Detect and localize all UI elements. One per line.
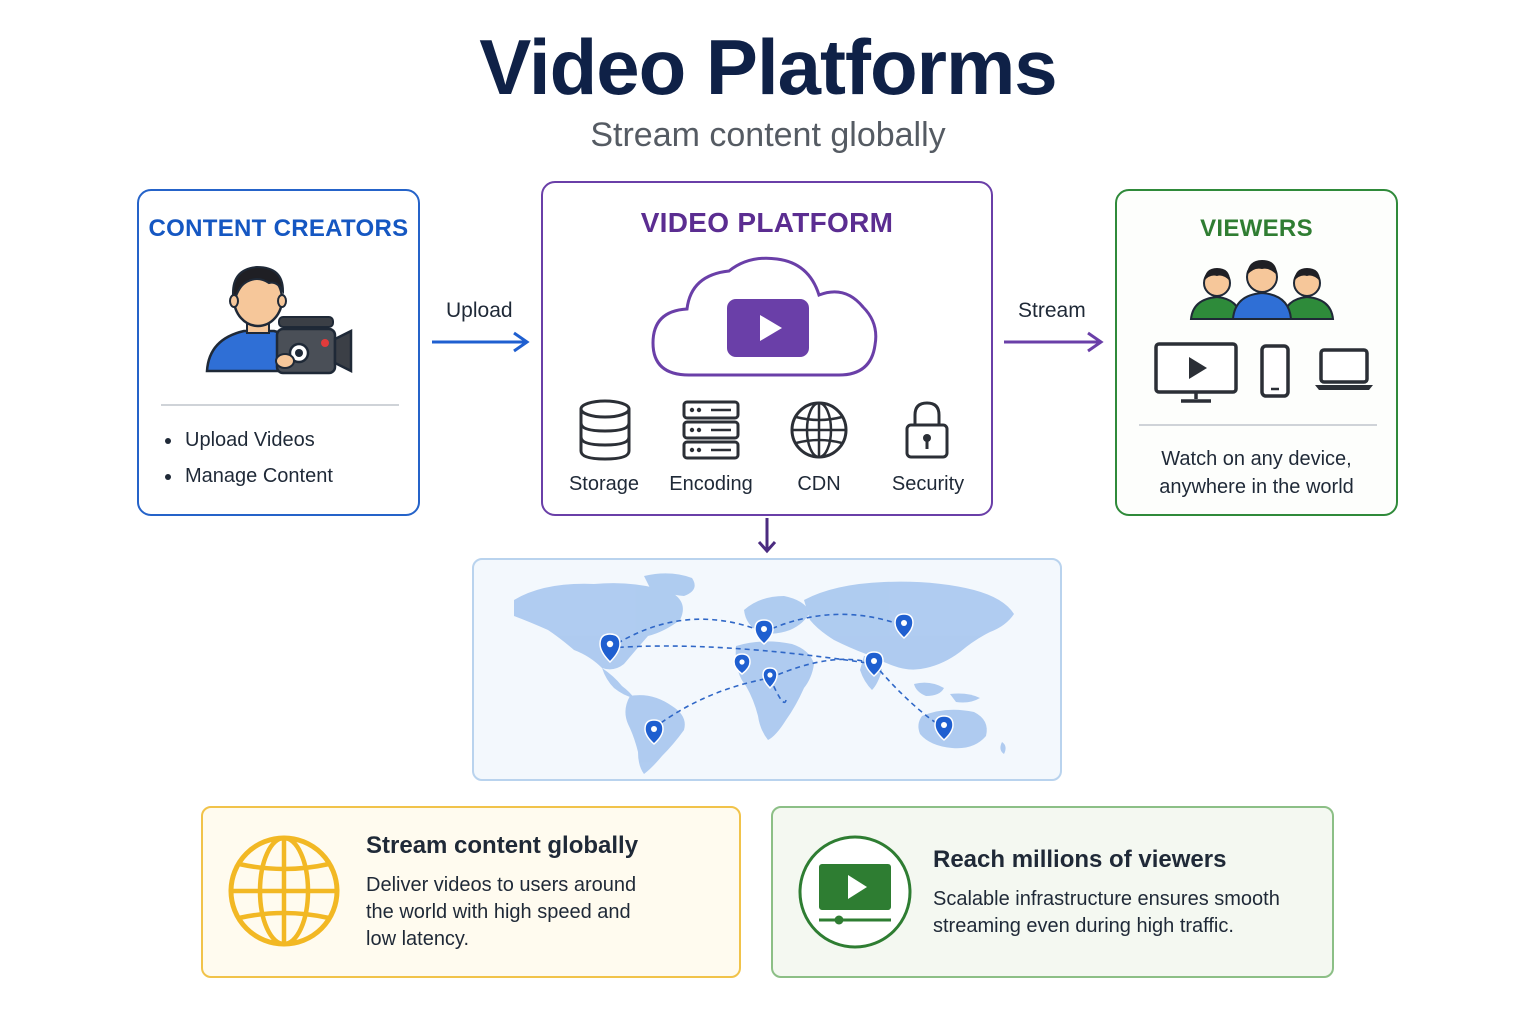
viewers-panel: VIEWERS Watch on any device, anywhere in… [1115,189,1398,516]
service-label-security: Security [891,473,965,495]
monitor-icon [1154,342,1238,403]
creators-heading: CONTENT CREATORS [148,215,409,242]
platform-heading: VIDEO PLATFORM [640,207,894,238]
globe-icon [228,835,340,947]
database-icon [579,399,631,461]
phone-icon [1260,344,1290,398]
card-title: Reach millions of viewers [933,846,1227,873]
card-description: Deliver videos to users around the world… [366,874,637,950]
card-title: Stream content globally [366,832,639,859]
world-map-icon [514,573,1014,774]
laptop-icon [1315,348,1373,390]
creators-bullet-list: Upload Videos Manage Content [165,429,333,501]
creator-with-camera-icon [205,265,353,375]
viewers-divider [1139,424,1377,426]
server-rack-icon [682,400,740,460]
card-description: Scalable infrastructure ensures smooth s… [933,888,1280,937]
page-title: Video Platforms [479,23,1057,111]
viewers-heading: VIEWERS [1200,215,1313,242]
lock-icon [905,401,949,459]
stream-label: Stream [1018,299,1086,322]
bullet-item: Manage Content [165,465,333,488]
upload-arrow-icon [432,331,530,353]
video-player-icon [798,835,912,949]
world-map-panel [472,558,1062,781]
content-creators-panel: CONTENT CREATORS Upload Videos Manage Co… [137,189,420,516]
bullet-item: Upload Videos [165,429,333,452]
service-label-cdn: CDN [797,473,841,495]
service-label-encoding: Encoding [669,473,753,495]
viewers-description: Watch on any device, anywhere in the wor… [1159,448,1354,498]
cloud-play-icon [651,256,878,377]
stream-globally-card: Stream content globally Deliver videos t… [201,806,741,978]
reach-viewers-card: Reach millions of viewers Scalable infra… [771,806,1334,978]
page-subtitle: Stream content globally [590,116,946,154]
down-arrow-icon [757,518,777,554]
video-platform-panel: VIDEO PLATFORM Storage Encoding [541,181,993,516]
stream-arrow-icon [1004,331,1104,353]
upload-label: Upload [446,299,513,322]
creators-divider [161,404,399,406]
globe-icon [790,401,848,459]
viewers-group-icon [1189,260,1335,320]
service-label-storage: Storage [568,473,640,495]
